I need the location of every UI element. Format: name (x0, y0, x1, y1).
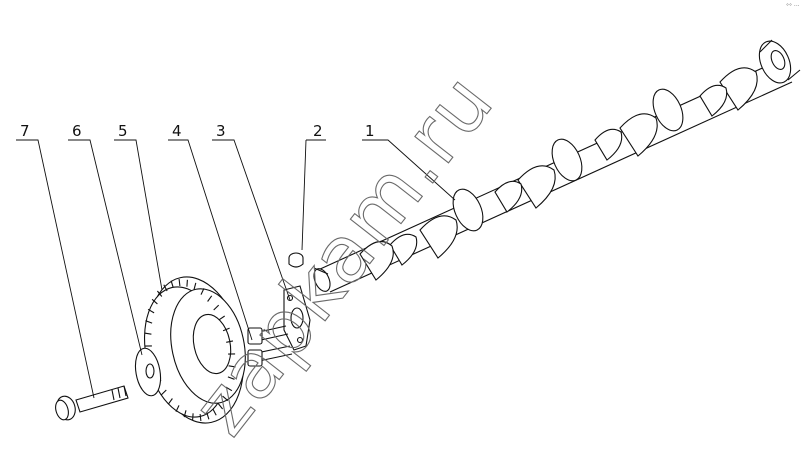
callout-number-6: 6 (72, 122, 82, 140)
callout-number-7: 7 (20, 122, 30, 140)
callout-number-3: 3 (216, 122, 226, 140)
gear-tooth (193, 413, 194, 420)
callout-number-1: 1 (365, 122, 375, 140)
gear-tooth (187, 280, 188, 287)
callout-number-5: 5 (118, 122, 128, 140)
corner-mark: °° ··· (786, 3, 800, 10)
callout-number-2: 2 (313, 122, 323, 140)
callout-number-4: 4 (172, 122, 182, 140)
